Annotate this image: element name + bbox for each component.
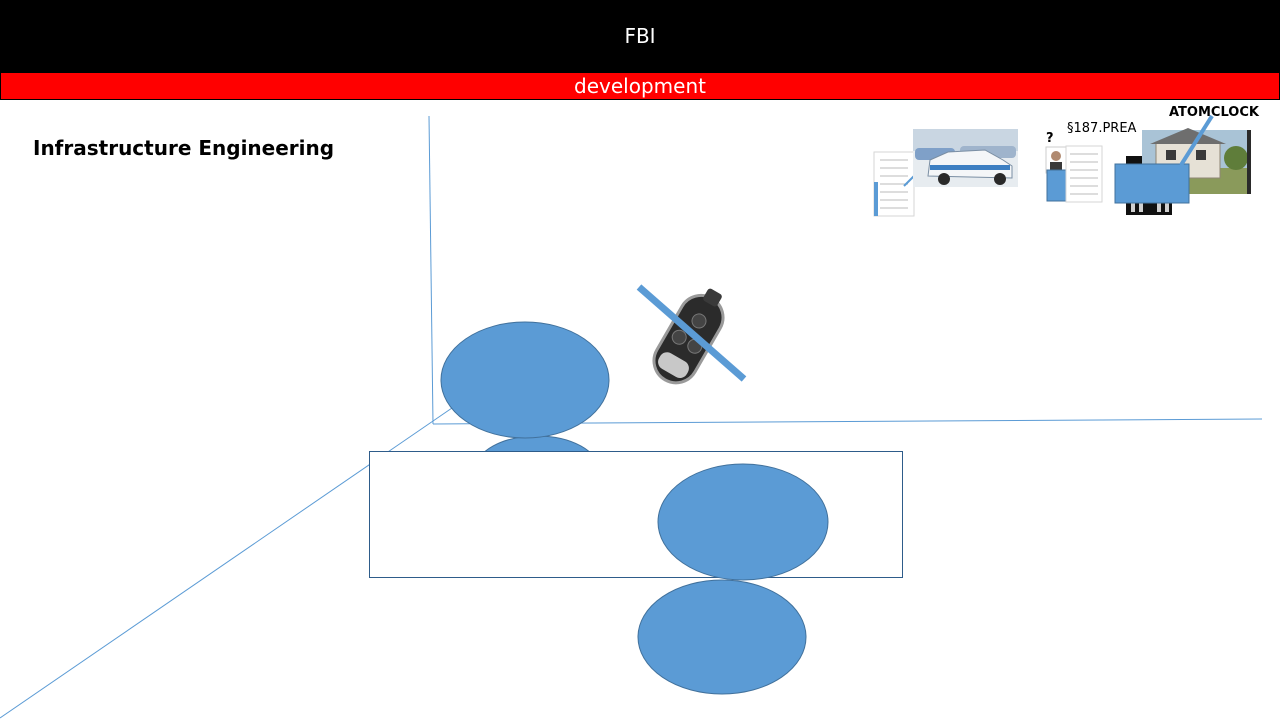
vertical-axis-line [428,115,434,425]
section-label: §187.PREA [1067,121,1137,136]
strike-through-line [636,284,747,382]
document-thumbnail-left [873,151,915,217]
blue-box-overlay [1114,163,1190,204]
document-thumbnail-middle [1065,145,1103,203]
person-portrait-photo [1045,146,1067,174]
development-banner: development [0,72,1280,100]
blue-diagonal-line [1179,114,1214,167]
banner-label: development [574,74,706,98]
car-key-image [652,288,725,385]
header-title: FBI [624,24,656,48]
ellipse-top-left[interactable] [440,321,610,439]
ellipse-in-box[interactable] [657,463,829,581]
question-mark-label: ? [1046,131,1054,146]
police-car-photo [913,129,1018,187]
atomclock-label: ATOMCLOCK [1169,105,1259,120]
header-bar: FBI [0,0,1280,72]
slide-title: Infrastructure Engineering [33,136,335,160]
ellipse-bottom[interactable] [637,579,807,695]
